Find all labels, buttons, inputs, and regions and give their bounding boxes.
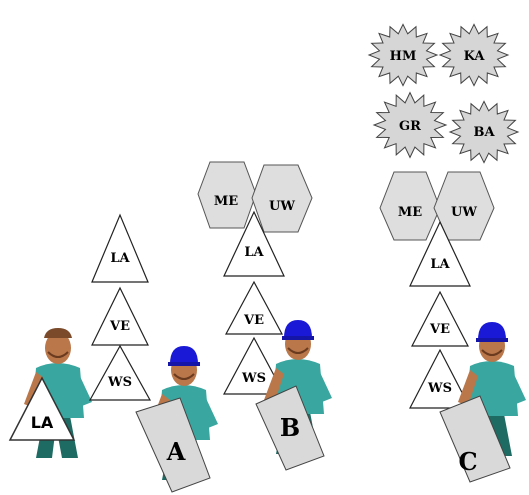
hex-b-me-label: ME [214, 194, 238, 209]
stack-a-triangle-ve [91, 286, 149, 346]
hex-c-me-label: ME [398, 205, 422, 220]
star-gr-shape [372, 91, 448, 159]
stack-c: HM KA GR BA ME UW LA VE WS C [367, 23, 527, 483]
star-ka [438, 23, 510, 87]
hex-c-me [379, 171, 441, 241]
stack-c-label-ws: WS [427, 381, 452, 396]
sign-c-label: C [458, 447, 477, 476]
stack-a-triangle-ws [88, 344, 152, 401]
star-gr-label: GR [399, 119, 421, 134]
star-hm-label: HM [390, 49, 417, 64]
worker-left-sign-label: LA [31, 413, 54, 432]
star-ba-shape [448, 100, 520, 164]
stack-c-triangle-ve [411, 290, 469, 347]
hex-c-uw [433, 171, 495, 241]
stack-c-label-la: LA [430, 257, 450, 272]
stack-a-triangle-la [91, 213, 149, 283]
stack-b-label-ws: WS [241, 371, 266, 386]
stack-b-triangle-la [223, 210, 285, 277]
star-ka-shape [438, 23, 510, 87]
stack-a-label-ve: VE [109, 319, 130, 334]
sign-c [439, 395, 511, 483]
hex-b-uw-label: UW [269, 199, 295, 214]
sign-b [255, 385, 325, 471]
stack-a-label-ws: WS [107, 375, 132, 390]
hex-b-uw [251, 164, 313, 233]
star-ba [448, 100, 520, 164]
stack-b-label-ve: VE [243, 313, 264, 328]
stack-a: LA VE WS A [88, 213, 219, 493]
worker-left: LA [8, 328, 93, 459]
star-ka-label: KA [464, 49, 486, 64]
sign-a [135, 397, 211, 493]
stack-a-label-la: LA [110, 251, 130, 266]
sign-b-label: B [280, 413, 300, 442]
star-gr [372, 91, 448, 159]
hex-b-me [197, 161, 257, 229]
worker-left-sign [8, 376, 76, 441]
star-hm-shape [367, 23, 439, 87]
sign-a-label: A [166, 437, 186, 466]
stack-b-label-la: LA [244, 245, 264, 260]
star-hm [367, 23, 439, 87]
hex-c-uw-label: UW [451, 205, 477, 220]
stack-b-triangle-ws [222, 336, 286, 395]
stack-c-triangle-ws [409, 348, 471, 409]
stack-c-label-ve: VE [429, 322, 450, 337]
stack-b-triangle-ve [224, 280, 284, 335]
stack-b: ME UW LA VE WS B [197, 161, 333, 471]
stack-c-triangle-la [409, 220, 471, 287]
star-ba-label: BA [473, 125, 495, 140]
